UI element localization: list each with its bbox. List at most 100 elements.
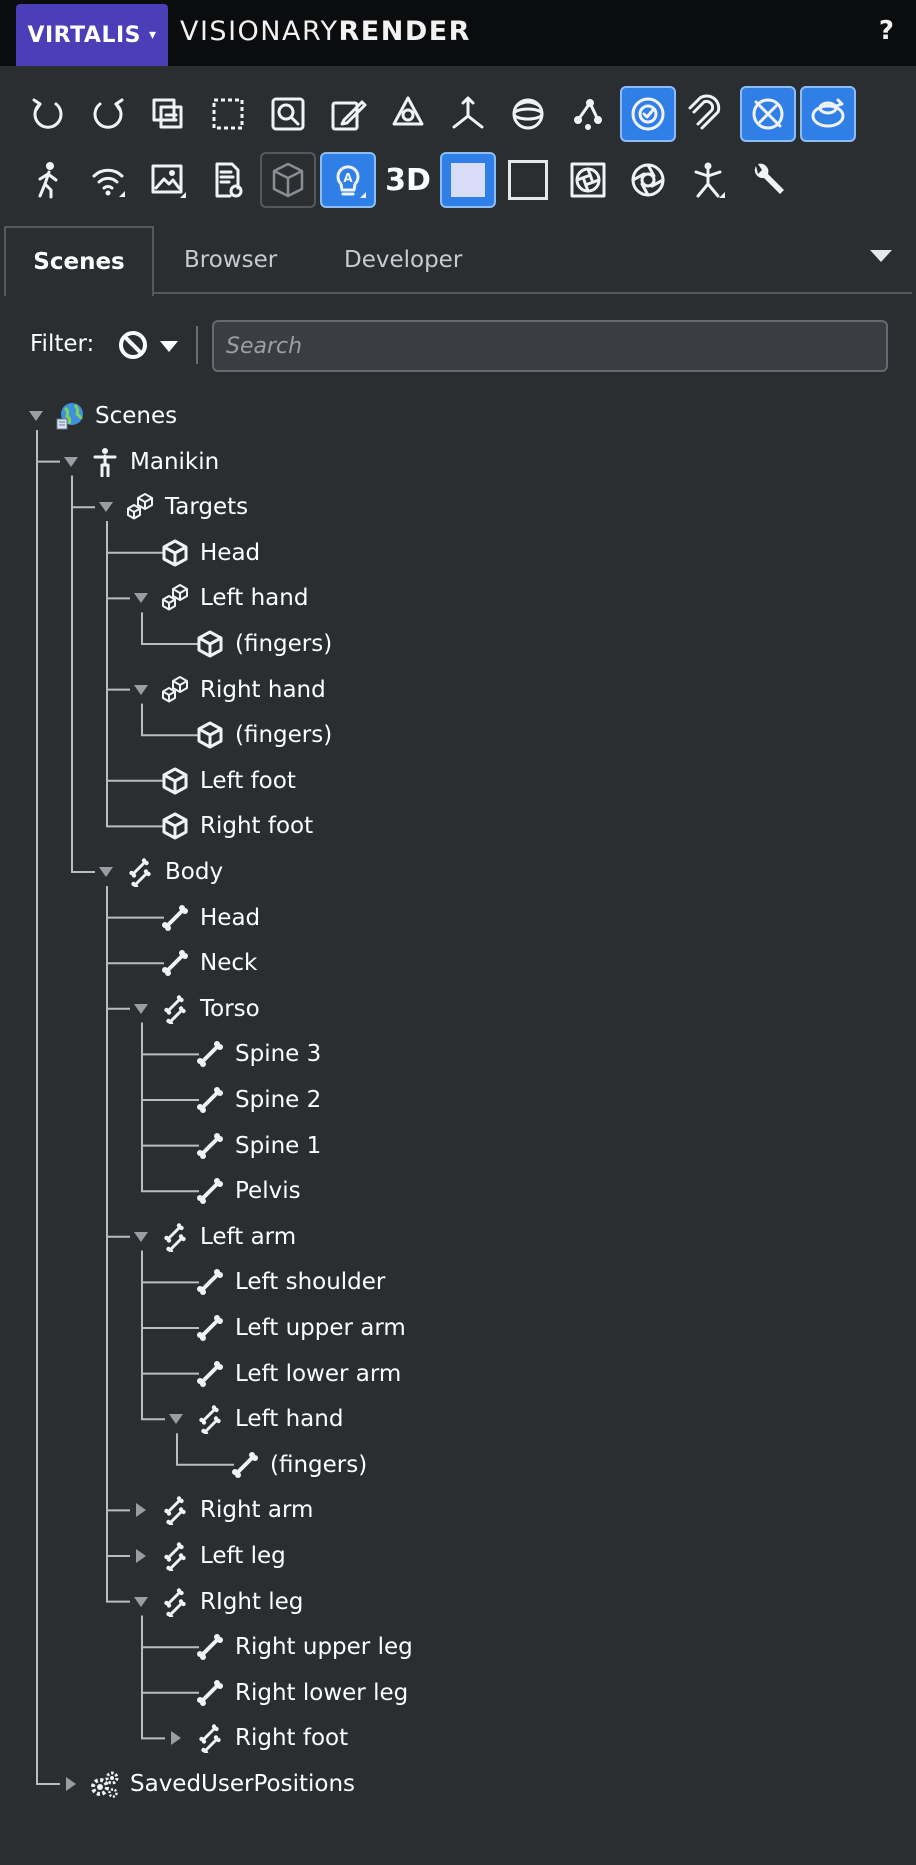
filter-dropdown-caret[interactable] — [160, 341, 178, 352]
tree-item[interactable]: Manikin — [60, 442, 219, 482]
search-input[interactable] — [212, 320, 888, 372]
expand-toggle-icon[interactable] — [130, 1591, 152, 1613]
tree-item[interactable]: Right arm — [130, 1490, 313, 1530]
tree-item[interactable]: Head — [130, 533, 260, 573]
tree-item[interactable]: Neck — [130, 943, 257, 983]
expand-toggle-icon[interactable] — [25, 405, 47, 427]
toolbar-picture-button[interactable] — [140, 152, 196, 208]
help-button[interactable]: ? — [878, 16, 894, 46]
tree-item[interactable]: Body — [95, 852, 223, 892]
tree-item[interactable]: Left arm — [130, 1217, 296, 1257]
tree-item[interactable]: Right foot — [130, 806, 313, 846]
tree-item[interactable]: RIght leg — [130, 1582, 303, 1622]
tree-item[interactable]: SavedUserPositions — [60, 1764, 355, 1804]
tree-connector-lines — [36, 430, 234, 1785]
collapse-toggle-icon[interactable] — [165, 1727, 187, 1749]
toolbar-skeleton-button[interactable] — [680, 152, 736, 208]
toolbar-aperture-button[interactable] — [620, 152, 676, 208]
tree-item[interactable]: Right lower leg — [165, 1673, 408, 1713]
tree-item[interactable]: Left hand — [165, 1399, 343, 1439]
toolbar-magnet-button[interactable] — [680, 86, 736, 142]
tree-item[interactable]: Targets — [95, 487, 248, 527]
tree-item[interactable]: Spine 2 — [165, 1080, 321, 1120]
title-bar: VIRTALIS ▾ VISIONARYRENDER ? — [0, 0, 916, 66]
toolbar-orbit-button[interactable] — [800, 86, 856, 142]
expand-toggle-icon[interactable] — [95, 496, 117, 518]
expand-toggle-icon[interactable] — [130, 998, 152, 1020]
tree-item[interactable]: Head — [130, 898, 260, 938]
toolbar-3d-button[interactable]: 3D — [385, 162, 431, 198]
tree-item-label: Right hand — [200, 676, 326, 703]
brand-menu-button[interactable]: VIRTALIS ▾ — [16, 4, 168, 66]
tree-item[interactable]: Left shoulder — [165, 1262, 385, 1302]
tree-item[interactable]: Spine 3 — [165, 1034, 321, 1074]
toolbar-filled-square-button[interactable] — [440, 152, 496, 208]
tree-item[interactable]: (fingers) — [165, 715, 332, 755]
tree-item[interactable]: Scenes — [25, 396, 177, 436]
tree-item[interactable]: Spine 1 — [165, 1126, 321, 1166]
tree-item-label: Left hand — [200, 585, 309, 612]
toolbar-wireframe-cube-button[interactable] — [260, 152, 316, 208]
tab-browser[interactable]: Browser — [184, 247, 278, 273]
toolbar-wireless-button[interactable] — [80, 152, 136, 208]
tree-item[interactable]: (fingers) — [165, 624, 332, 664]
collapse-toggle-icon[interactable] — [130, 1545, 152, 1567]
tree-item-label: Manikin — [130, 448, 220, 475]
toolbar-gravity-button[interactable] — [620, 86, 676, 142]
tree-item[interactable]: Left hand — [130, 578, 308, 618]
edit-icon — [328, 94, 368, 134]
toolbar-document-settings-button[interactable] — [200, 152, 256, 208]
toolbar-collision-button[interactable] — [740, 86, 796, 142]
toolbar-walk-button[interactable] — [20, 152, 76, 208]
toolbar-copy-button[interactable] — [140, 86, 196, 142]
cube-icon — [195, 720, 225, 750]
cubes-icon — [160, 583, 190, 613]
tab-menu-dropdown[interactable] — [870, 250, 892, 262]
expand-toggle-icon[interactable] — [130, 1226, 152, 1248]
expand-toggle-icon[interactable] — [165, 1408, 187, 1430]
tree-item[interactable]: Right hand — [130, 670, 326, 710]
tree-item-label: Right foot — [235, 1725, 349, 1752]
tree-item-label: Left shoulder — [235, 1269, 386, 1296]
toolbar-zoom-extents-button[interactable] — [260, 86, 316, 142]
toolbar-lightbulb-button[interactable]: A — [320, 152, 376, 208]
expand-toggle-icon[interactable] — [95, 861, 117, 883]
tree-leaf-spacer — [165, 1682, 187, 1704]
tree-item[interactable]: Right foot — [165, 1718, 348, 1758]
tree-item[interactable]: Torso — [130, 989, 260, 1029]
toolbar-select-region-button[interactable] — [200, 86, 256, 142]
tree-item-label: Neck — [200, 950, 258, 977]
tree-item[interactable]: Left leg — [130, 1536, 286, 1576]
toolbar-hierarchy-button[interactable] — [380, 86, 436, 142]
tree-item-label: Left lower arm — [235, 1360, 402, 1387]
expand-toggle-icon[interactable] — [130, 679, 152, 701]
bone-icon — [195, 1313, 225, 1343]
tree-item[interactable]: Left upper arm — [165, 1308, 406, 1348]
tree-item[interactable]: Left foot — [130, 761, 296, 801]
tree-item[interactable]: Pelvis — [165, 1171, 301, 1211]
tree-item-label: Left leg — [200, 1543, 286, 1569]
toolbar-nodes-button[interactable] — [560, 86, 616, 142]
tab-developer[interactable]: Developer — [344, 247, 463, 273]
collapse-toggle-icon[interactable] — [60, 1773, 82, 1795]
tree-item-label: Left arm — [200, 1223, 297, 1250]
expand-toggle-icon[interactable] — [60, 451, 82, 473]
tree-item-label: (fingers) — [270, 1451, 368, 1478]
toolbar-sphere-button[interactable] — [500, 86, 556, 142]
toolbar-axes-button[interactable] — [440, 86, 496, 142]
collapse-toggle-icon[interactable] — [130, 1499, 152, 1521]
tree-item[interactable]: Left lower arm — [165, 1354, 401, 1394]
no-filter-icon[interactable] — [116, 328, 150, 362]
toolbar-redo-button[interactable] — [80, 86, 136, 142]
toolbar-wrench-button[interactable] — [740, 152, 796, 208]
tree-item[interactable]: (fingers) — [200, 1445, 367, 1485]
toolbar-edit-button[interactable] — [320, 86, 376, 142]
bone-icon — [195, 1085, 225, 1115]
toolbar-aperture-box-button[interactable] — [560, 152, 616, 208]
tab-scenes[interactable]: Scenes — [4, 226, 154, 296]
expand-toggle-icon[interactable] — [130, 587, 152, 609]
toolbar-undo-button[interactable] — [20, 86, 76, 142]
toolbar-empty-square-button[interactable] — [500, 152, 556, 208]
tree-item[interactable]: Right upper leg — [165, 1627, 413, 1667]
bones-icon — [160, 1541, 190, 1571]
